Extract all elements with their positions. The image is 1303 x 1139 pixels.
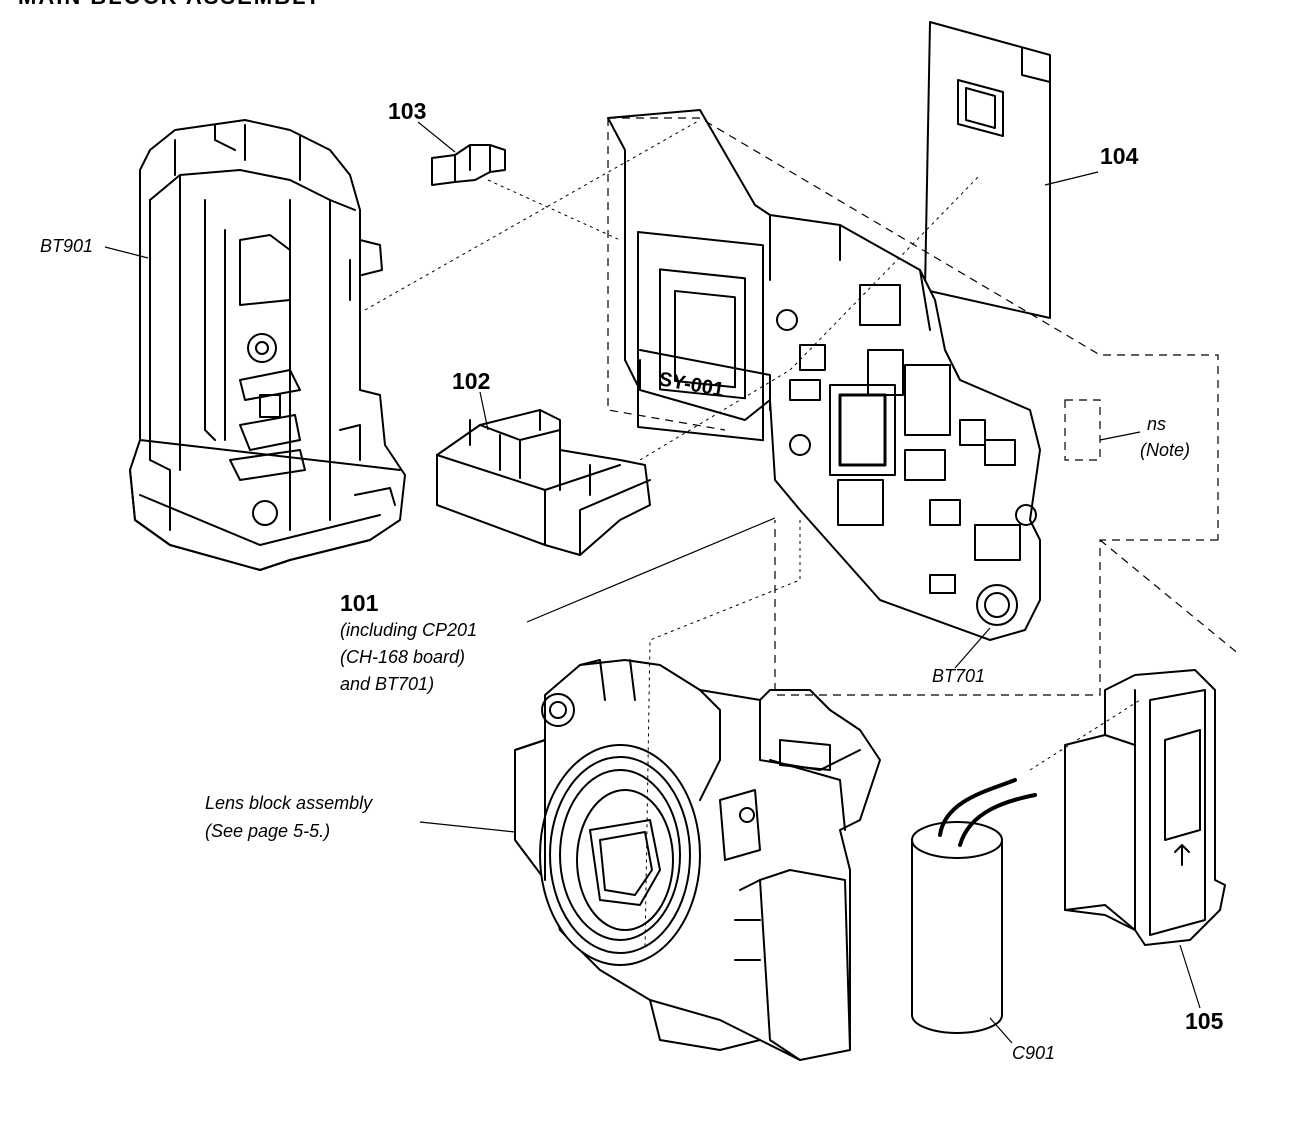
label-ns-note: (Note) <box>1140 440 1191 460</box>
label-lens-page-ref: (See page 5-5.) <box>205 821 331 841</box>
leader-104 <box>1044 171 1099 186</box>
label-part-101-note-2: (CH-168 board) <box>340 647 466 667</box>
leader-102 <box>479 391 489 431</box>
label-part-101-note-3: and BT701) <box>340 674 435 694</box>
leader-c901 <box>989 1017 1013 1044</box>
lens-block-assembly <box>514 659 881 1061</box>
leader-ns <box>1099 431 1141 441</box>
part-104-sheet <box>924 21 1051 319</box>
leader-lens <box>419 821 516 833</box>
label-part-103: 103 <box>388 98 427 124</box>
label-bt701: BT701 <box>932 666 986 686</box>
label-c901: C901 <box>1012 1043 1056 1063</box>
label-bt901: BT901 <box>40 236 94 256</box>
label-part-105: 105 <box>1185 1008 1224 1034</box>
capacitor-c901 <box>911 778 1037 1034</box>
label-part-102: 102 <box>452 368 491 394</box>
leader-103 <box>417 121 456 153</box>
label-part-101: 101 <box>340 590 379 616</box>
part-103-bracket <box>431 144 506 186</box>
leader-bt701 <box>954 627 991 669</box>
label-ns: ns <box>1147 414 1167 434</box>
leader-105 <box>1179 944 1201 1009</box>
label-part-104: 104 <box>1100 143 1139 169</box>
main-board-sy001 <box>607 109 1041 641</box>
leader-bt901 <box>104 246 149 259</box>
part-102-box <box>436 409 651 556</box>
label-part-101-note-1: (including CP201 <box>340 620 478 640</box>
leader-101 <box>526 517 776 623</box>
page-header: MAIN BLOCK ASSEMBLY <box>18 0 322 9</box>
battery-holder-frame <box>129 119 406 571</box>
label-lens-block: Lens block assembly <box>205 793 373 813</box>
part-105-cover <box>1064 669 1226 946</box>
